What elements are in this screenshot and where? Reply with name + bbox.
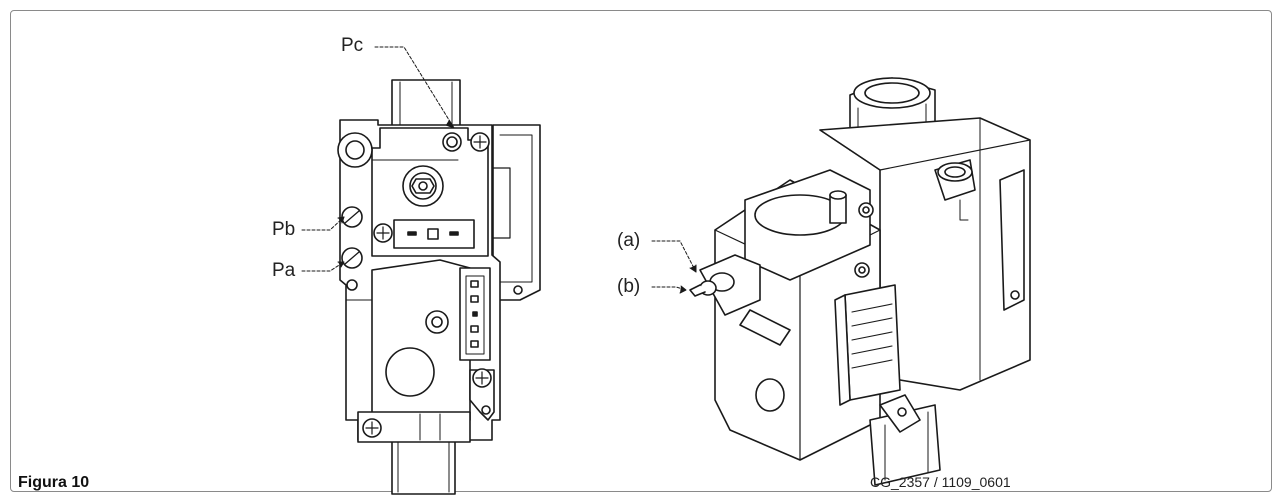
gas-valve-front-view bbox=[337, 79, 541, 495]
callout-a: (a) bbox=[617, 230, 641, 251]
callout-leaders-left bbox=[301, 46, 455, 272]
figure-caption: Figura 10 bbox=[18, 474, 90, 491]
callout-b: (b) bbox=[617, 276, 641, 297]
callout-pc: Pc bbox=[341, 35, 364, 56]
drawing-reference-code: CG_2357 / 1109_0601 bbox=[870, 474, 1011, 490]
callout-pb: Pb bbox=[272, 219, 296, 240]
callout-leaders-right bbox=[651, 240, 697, 294]
gas-valve-isometric-view bbox=[689, 77, 1031, 486]
figure-frame bbox=[10, 10, 1272, 492]
callout-pa: Pa bbox=[272, 260, 296, 281]
